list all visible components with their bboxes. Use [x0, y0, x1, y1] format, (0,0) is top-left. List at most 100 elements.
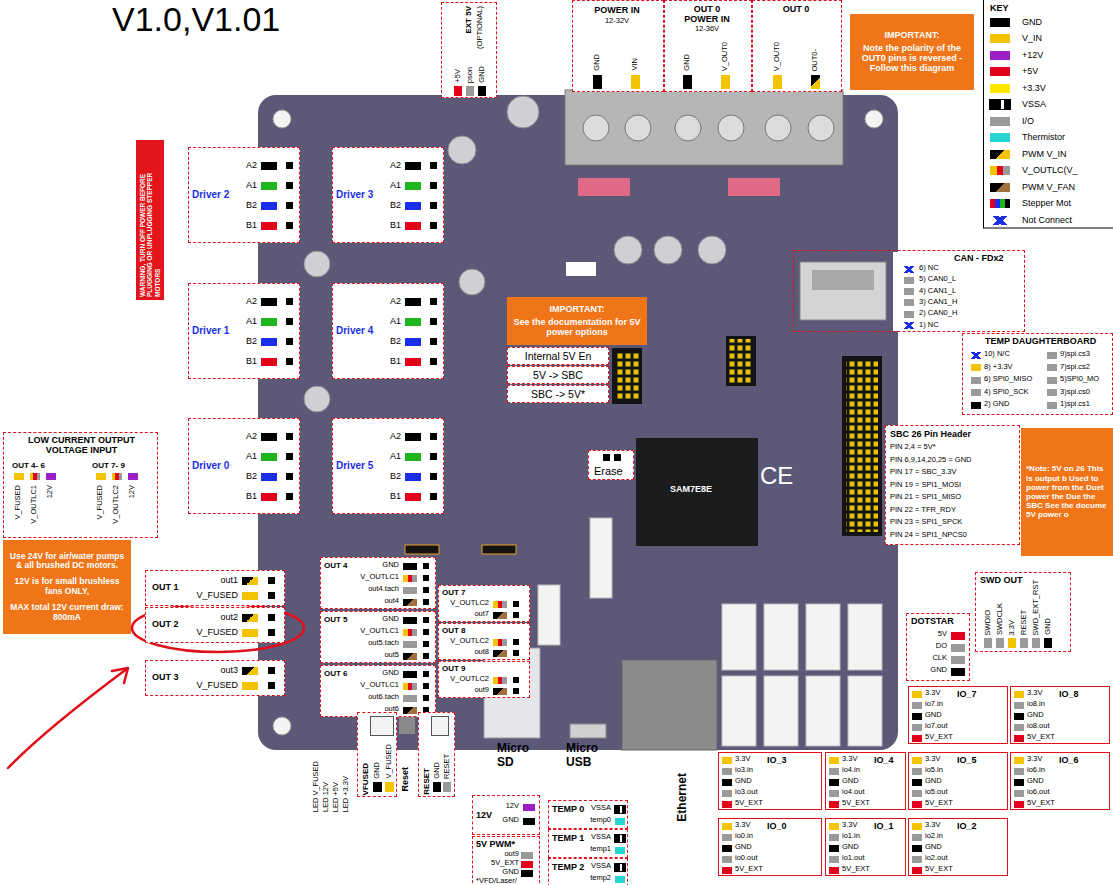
output-connector-box: OUT 2out2V_FUSED	[145, 607, 285, 643]
legend-swatch	[990, 51, 1010, 60]
pin-color-mark	[405, 298, 421, 306]
annotation-arrow	[8, 668, 128, 768]
output-connector-box: OUT 1out1V_FUSED	[145, 570, 285, 606]
box-heading: SBC -> 5V*	[531, 388, 585, 400]
legend-text: V_OUTLC(V_	[1022, 165, 1078, 175]
box-heading: IO_2	[957, 821, 977, 831]
mark-label: CE	[760, 462, 793, 490]
box-text: OUT 4- 6	[12, 461, 45, 470]
pin-color-mark	[493, 677, 507, 684]
usb-socket	[570, 724, 606, 738]
box-text: out9	[475, 850, 519, 859]
box-text: A2	[229, 431, 257, 441]
io-header-box: IO_73.3Vio7.inGNDio7.out5V_EXT	[908, 686, 1008, 744]
box-text: out3	[182, 665, 238, 675]
box-text: SWD_EXT_RST	[1032, 580, 1041, 635]
box-text: GND	[925, 711, 942, 720]
legend-swatch	[990, 18, 1010, 27]
pin-color-mark	[951, 632, 965, 640]
box-text: A2	[373, 296, 401, 306]
legend-entry: Thermistor	[990, 132, 1065, 144]
box-text: GND	[433, 762, 442, 779]
box-heading: DOTSTAR	[911, 616, 954, 626]
pin-color-mark	[385, 782, 394, 792]
box-text: out1	[182, 575, 238, 585]
box-text: 5V_EXT	[1027, 799, 1055, 808]
pin-color-mark	[1014, 724, 1024, 731]
box-text: V_OUTLC1	[349, 573, 399, 582]
box-text: RESET	[1020, 610, 1029, 635]
header-pins	[729, 339, 753, 383]
box-text: PIN 22 = TFR_RDY	[890, 506, 956, 515]
jst-connector	[590, 518, 612, 598]
pin-color-mark	[286, 162, 293, 169]
part-label: Micro SD	[497, 742, 541, 770]
box-text: GND	[349, 669, 399, 678]
box-heading: OUT 4	[324, 561, 348, 570]
pin-color-mark	[1047, 377, 1057, 384]
legend-entry: I/O	[990, 115, 1034, 127]
box-heading: OUT 8	[442, 626, 466, 635]
box-text: V_FUSED	[385, 744, 394, 779]
warning-banner: WARNING, TURN OFF POWER BEFORE PLUGGING …	[136, 140, 164, 300]
pin-color-mark	[261, 473, 277, 481]
box-heading: OUT 1	[152, 582, 179, 592]
legend-text: V_IN	[1022, 33, 1042, 43]
legend-text: Thermistor	[1022, 132, 1065, 142]
pin-color-mark	[286, 453, 293, 460]
box-text: 5V_EXT	[925, 799, 953, 808]
output-connector-box: OUT 3out3V_FUSED	[145, 660, 285, 696]
box-text: io7.out	[925, 722, 948, 731]
pin-color-mark	[405, 162, 421, 170]
box-heading: TEMP 0	[552, 804, 584, 814]
pin-color-mark	[261, 202, 277, 210]
io-header-box: IO_03.3Vio0.inGNDio0.out5V_EXT	[718, 818, 822, 876]
pin-header	[726, 336, 756, 386]
jst-connector	[806, 676, 840, 746]
box-text: GND	[1027, 777, 1044, 786]
pin-color-mark	[423, 617, 429, 623]
pin-color-mark	[242, 614, 258, 622]
box-text: 1)spi.cs1	[1060, 400, 1090, 409]
pin-color-mark	[615, 835, 625, 842]
box-text: GND	[593, 54, 602, 71]
pin-color-mark	[373, 782, 382, 792]
pin-color-mark	[912, 768, 922, 775]
box-text: A1	[373, 180, 401, 190]
box-text: GND	[842, 777, 859, 786]
pin-color-mark	[523, 818, 535, 825]
jst-connector	[848, 604, 882, 670]
thermistor-box: TEMP 2VSSAtemp2	[548, 858, 628, 885]
jumper-label-box: SBC -> 5V*	[507, 385, 609, 403]
pin-color-mark	[405, 433, 421, 441]
pin-color-mark	[521, 861, 533, 868]
pin-color-mark	[268, 577, 275, 584]
pin-color-mark	[722, 845, 732, 852]
box-text: V_OUTLC1	[349, 627, 399, 636]
pin-color-mark	[403, 671, 417, 678]
pin-color-mark	[96, 473, 106, 480]
pin-color-mark	[242, 629, 258, 637]
pin-color-mark	[242, 682, 258, 690]
box-heading: OUT 7	[442, 588, 466, 597]
legend-text: VSSA	[1022, 99, 1046, 109]
box-text: 3.3V	[842, 821, 857, 830]
pin-color-mark	[773, 75, 782, 89]
box-heading: LOW CURRENT OUTPUT VOLTAGE INPUT	[8, 435, 155, 456]
pin-color-mark	[286, 298, 293, 305]
ethernet-jack	[622, 660, 717, 750]
legend-entry: Not Connect	[990, 214, 1072, 226]
pin-color-mark	[403, 599, 417, 606]
pin-color-mark	[261, 298, 277, 306]
power-output-box: OUT 0V_OUT0OUT0-	[752, 0, 842, 92]
pin-color-mark	[829, 834, 839, 841]
box-text: OUT0-	[811, 49, 820, 72]
box-text: 5)SPI0_MO	[1060, 375, 1099, 384]
box-text: B1	[373, 491, 401, 501]
pin-color-mark	[829, 768, 839, 775]
box-text: 10) N/C	[984, 350, 1010, 359]
mounting-hole	[273, 717, 291, 735]
jst-connector	[722, 676, 756, 746]
circuit-board	[258, 95, 898, 750]
pin-color-mark	[423, 695, 429, 701]
